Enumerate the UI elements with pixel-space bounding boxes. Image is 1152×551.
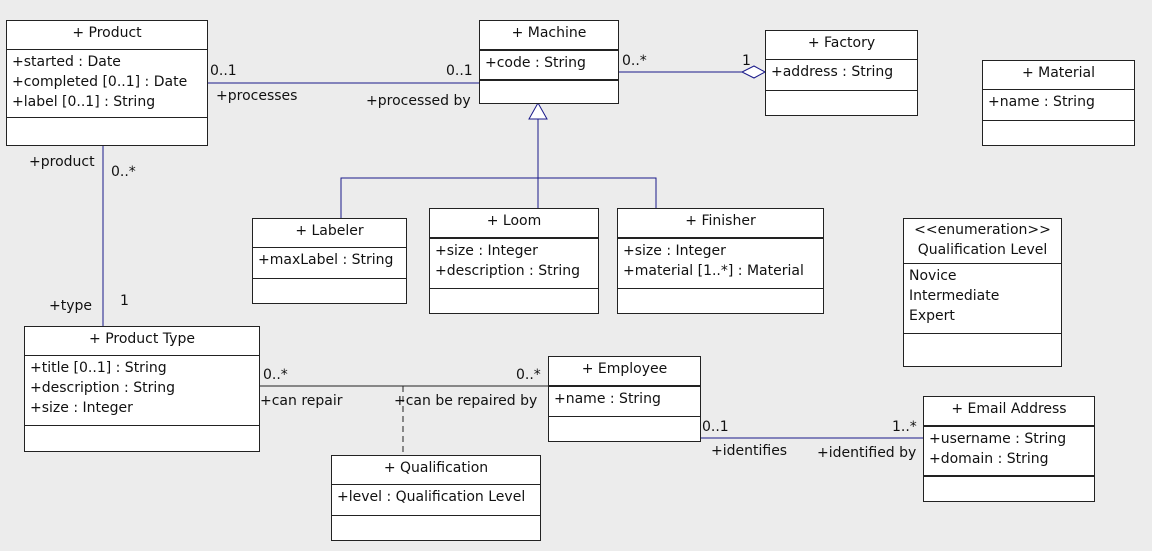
attribute: +code : String xyxy=(485,55,586,71)
role-label: +processes xyxy=(216,88,298,104)
class-email-address[interactable]: + Email Address +username : String +doma… xyxy=(923,396,1095,502)
attribute: +description : String xyxy=(435,263,580,279)
employee-email-association xyxy=(699,432,924,439)
role-label: +processed by xyxy=(366,93,471,109)
class-factory[interactable]: + Factory +address : String xyxy=(765,30,918,116)
attribute-compartment: +maxLabel : String xyxy=(253,248,406,279)
attribute: +material [1..*] : Material xyxy=(623,263,804,279)
multiplicity-label: 1..* xyxy=(892,419,917,435)
attribute-compartment: +username : String +domain : String xyxy=(924,427,1094,477)
class-labeler[interactable]: + Labeler +maxLabel : String xyxy=(252,218,407,304)
attribute: +name : String xyxy=(988,94,1095,110)
class-title: + Factory xyxy=(766,31,917,60)
attribute: +completed [0..1] : Date xyxy=(12,74,188,90)
attribute: +size : Integer xyxy=(30,400,133,416)
class-product[interactable]: + Product +started : Date +completed [0.… xyxy=(6,20,208,146)
multiplicity-label: 1 xyxy=(742,53,751,69)
attribute-compartment: +started : Date +completed [0..1] : Date… xyxy=(7,50,207,118)
attribute-compartment: +size : Integer +material [1..*] : Mater… xyxy=(618,239,823,289)
attribute: +name : String xyxy=(554,391,661,407)
class-material[interactable]: + Material +name : String xyxy=(982,60,1135,146)
class-finisher[interactable]: + Finisher +size : Integer +material [1.… xyxy=(617,208,824,314)
class-product-type[interactable]: + Product Type +title [0..1] : String +d… xyxy=(24,326,260,452)
attribute: +size : Integer xyxy=(623,243,726,259)
attribute-compartment: +size : Integer +description : String xyxy=(430,239,598,289)
attribute-compartment: +address : String xyxy=(766,60,917,91)
multiplicity-label: 0..* xyxy=(516,367,541,383)
literal-compartment: Novice Intermediate Expert xyxy=(904,264,1061,334)
class-loom[interactable]: + Loom +size : Integer +description : St… xyxy=(429,208,599,314)
attribute: +size : Integer xyxy=(435,243,538,259)
class-title: + Labeler xyxy=(253,219,406,248)
generalization-arrowhead xyxy=(528,101,548,120)
role-label: +identified by xyxy=(817,445,917,461)
enumeration-stereotype: <<enumeration>> xyxy=(914,222,1051,238)
enumeration-qualification-level[interactable]: <<enumeration>> Qualification Level Novi… xyxy=(903,218,1062,367)
attribute: +title [0..1] : String xyxy=(30,360,167,376)
class-title: + Email Address xyxy=(924,397,1094,427)
multiplicity-label: 1 xyxy=(120,293,129,309)
class-title: + Employee xyxy=(549,357,700,387)
attribute: +domain : String xyxy=(929,451,1049,467)
multiplicity-label: 0..1 xyxy=(210,63,237,79)
class-machine[interactable]: + Machine +code : String xyxy=(479,20,619,104)
class-qualification[interactable]: + Qualification +level : Qualification L… xyxy=(331,455,541,541)
enumeration-header: <<enumeration>> Qualification Level xyxy=(904,219,1061,264)
multiplicity-label: 0..1 xyxy=(702,419,729,435)
attribute: +level : Qualification Level xyxy=(337,489,526,505)
attribute: +username : String xyxy=(929,431,1067,447)
class-title: + Finisher xyxy=(618,209,823,239)
class-title: + Product Type xyxy=(25,327,259,356)
role-label: +can repair xyxy=(260,393,343,409)
class-title: + Machine xyxy=(480,21,618,51)
enumeration-literal: Intermediate xyxy=(909,288,1000,304)
attribute-compartment: +code : String xyxy=(480,51,618,81)
attribute: +maxLabel : String xyxy=(258,252,394,268)
role-label: +can be repaired by xyxy=(394,393,538,409)
attribute-compartment: +name : String xyxy=(549,387,700,417)
enumeration-name: Qualification Level xyxy=(917,242,1048,258)
attribute: +started : Date xyxy=(12,54,121,70)
role-label: +identifies xyxy=(711,443,788,459)
multiplicity-label: 0..* xyxy=(263,367,288,383)
role-label: +type xyxy=(49,298,93,314)
class-title: + Material xyxy=(983,61,1134,90)
attribute-compartment: +title [0..1] : String +description : St… xyxy=(25,356,259,426)
multiplicity-label: 0..* xyxy=(111,164,136,180)
attribute: +address : String xyxy=(771,64,894,80)
attribute-compartment: +name : String xyxy=(983,90,1134,121)
class-title: + Product xyxy=(7,21,207,50)
enumeration-literal: Expert xyxy=(909,308,955,324)
attribute-compartment: +level : Qualification Level xyxy=(332,485,540,516)
generalization-branches xyxy=(340,177,657,218)
aggregation-diamond xyxy=(740,65,767,79)
role-label: +product xyxy=(29,154,95,170)
attribute: +description : String xyxy=(30,380,175,396)
class-title: + Loom xyxy=(430,209,598,239)
enumeration-literal: Novice xyxy=(909,268,957,284)
class-title: + Qualification xyxy=(332,456,540,485)
class-employee[interactable]: + Employee +name : String xyxy=(548,356,701,442)
multiplicity-label: 0..1 xyxy=(446,63,473,79)
attribute: +label [0..1] : String xyxy=(12,94,156,110)
multiplicity-label: 0..* xyxy=(622,53,647,69)
